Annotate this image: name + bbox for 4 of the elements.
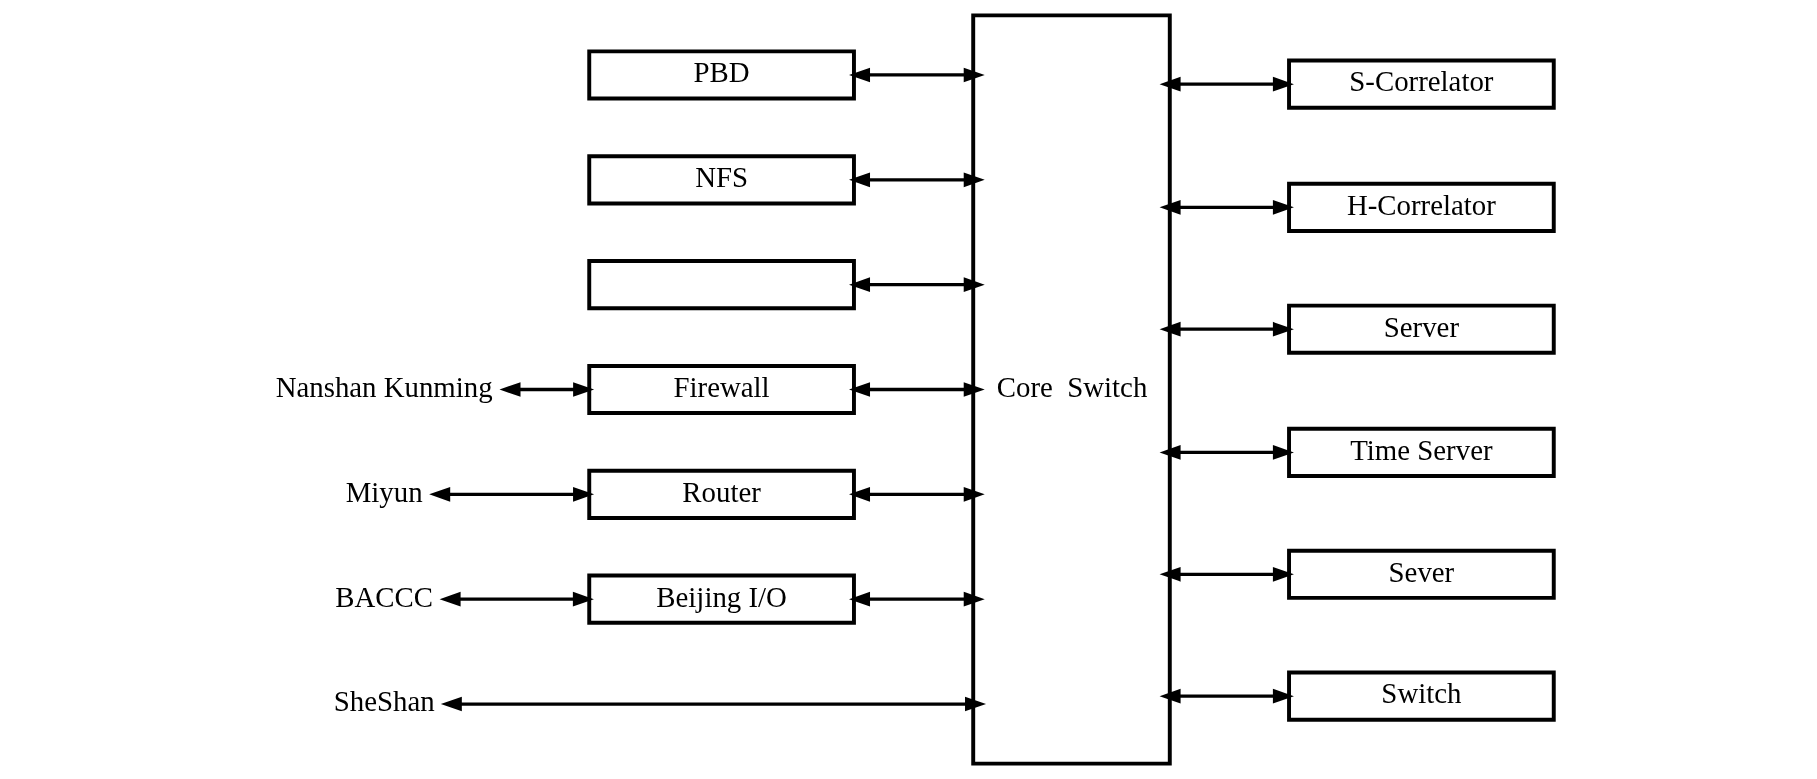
node-text: Nanshan Kunming (275, 370, 493, 403)
node-text: SheShan (333, 685, 435, 718)
node-text: Miyun (345, 475, 423, 508)
node-text: BACCC (334, 580, 433, 613)
